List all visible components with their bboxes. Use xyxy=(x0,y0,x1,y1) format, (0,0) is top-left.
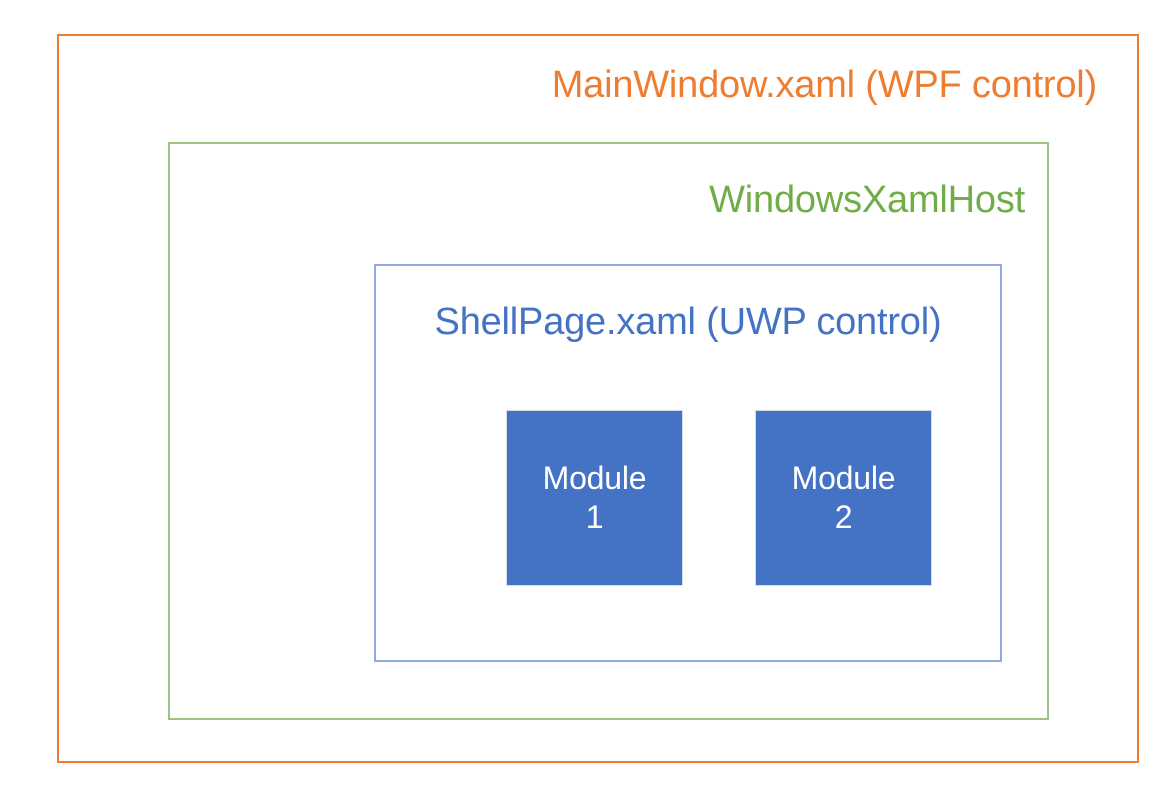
module-row: Module 1 Module 2 xyxy=(376,266,1000,660)
shellpage-container: ShellPage.xaml (UWP control) Module 1 Mo… xyxy=(374,264,1002,662)
module-box-2[interactable]: Module 2 xyxy=(755,410,932,586)
module-box-2-label: Module 2 xyxy=(791,459,896,535)
windowsxamlhost-label: WindowsXamlHost xyxy=(709,179,1025,221)
shellpage-label: ShellPage.xaml (UWP control) xyxy=(434,301,942,343)
module-box-1[interactable]: Module 1 xyxy=(506,410,683,586)
module-box-1-label: Module 1 xyxy=(542,459,647,535)
mainwindow-container: MainWindow.xaml (WPF control) WindowsXam… xyxy=(57,34,1139,763)
mainwindow-label: MainWindow.xaml (WPF control) xyxy=(551,64,1098,106)
windowsxamlhost-container: WindowsXamlHost ShellPage.xaml (UWP cont… xyxy=(168,142,1049,720)
